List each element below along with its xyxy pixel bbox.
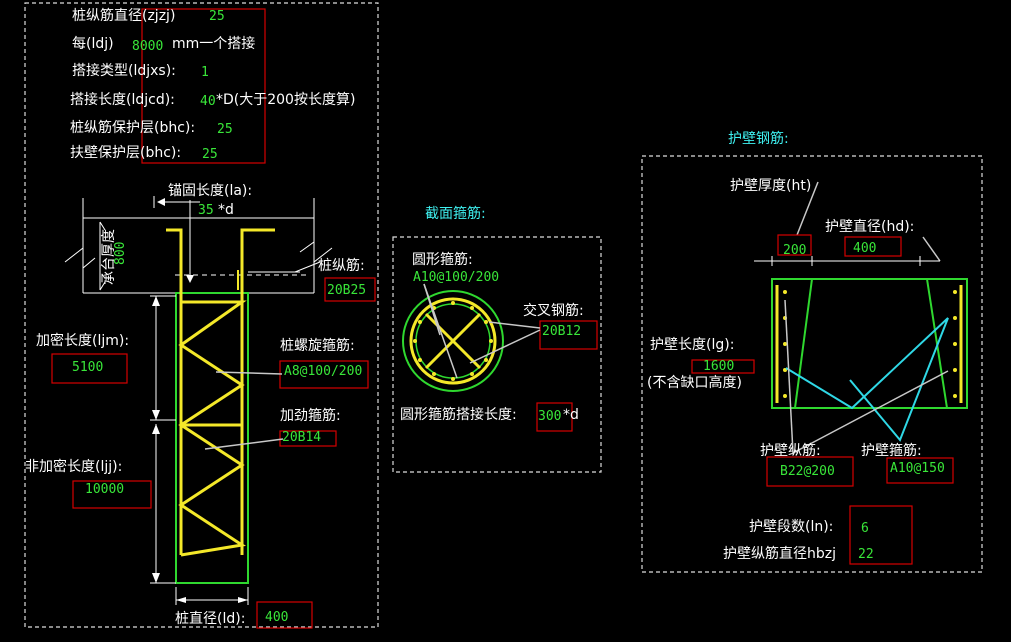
break-symbol-right — [299, 241, 333, 264]
cap-label: 承台厚度 — [101, 229, 117, 285]
lap-value[interactable]: 300 — [538, 409, 561, 424]
spiral-value[interactable]: A8@100/200 — [284, 364, 362, 379]
fbhc-value[interactable]: 25 — [202, 147, 218, 162]
ring-value[interactable]: A10@100/200 — [413, 270, 499, 285]
bhc-label: 桩纵筋保护层(bhc): — [70, 119, 195, 136]
la-value[interactable]: 35 — [198, 203, 214, 218]
zjzj-value[interactable]: 25 — [209, 9, 225, 24]
long-label: 桩纵筋: — [318, 257, 365, 274]
wall-hoop-cyan — [785, 317, 949, 442]
ldjxs-value[interactable]: 1 — [201, 65, 209, 80]
ljm-label: 加密长度(ljm): — [36, 332, 129, 349]
pile-panel-frame — [24, 2, 379, 628]
stiff-label: 加劲箍筋: — [280, 407, 341, 424]
long-value[interactable]: 20B25 — [327, 283, 366, 298]
wall-long-value[interactable]: B22@200 — [780, 464, 835, 479]
cross-label: 交叉钢筋: — [523, 302, 584, 319]
fbhc-label: 扶壁保护层(bhc): — [70, 145, 181, 161]
lap-suffix: *d — [563, 407, 579, 423]
ljj-label: 非加密长度(ljj): — [25, 458, 122, 475]
ldjcd-value[interactable]: 40 — [200, 94, 216, 109]
section-long-bars — [413, 301, 493, 381]
cross-bar-2 — [424, 312, 482, 370]
zjzj-label: 桩纵筋直径(zjzj) — [72, 7, 175, 24]
ldj-label: 每(ldj) — [72, 36, 114, 52]
hd-label: 护壁直径(hd): — [825, 218, 914, 235]
params-red-box — [141, 8, 266, 164]
pile-outline — [175, 292, 249, 584]
ljm-value[interactable]: 5100 — [72, 360, 103, 375]
ld-value[interactable]: 400 — [265, 610, 288, 625]
pile-section-outer — [402, 290, 504, 392]
spiral-hoop — [178, 300, 247, 557]
hbzj-label: 护壁纵筋直径hbzj — [723, 545, 836, 562]
spiral-label: 桩螺旋箍筋: — [280, 337, 355, 354]
lg-note: (不含缺口高度) — [647, 374, 742, 391]
lg-value[interactable]: 1600 — [703, 359, 734, 374]
ldjxs-label: 搭接类型(ldjxs): — [72, 62, 176, 79]
hd-value[interactable]: 400 — [853, 241, 876, 256]
wall-hoop-label: 护壁箍筋: — [861, 442, 922, 459]
ldjcd-suffix: *D(大于200按长度算) — [216, 92, 355, 108]
section-panel-frame — [392, 236, 602, 473]
ring-label: 圆形箍筋: — [412, 251, 473, 268]
ld-label: 桩直径(ld): — [175, 610, 245, 627]
stiff-value[interactable]: 20B14 — [282, 430, 321, 445]
lap-label: 圆形箍筋搭接长度: — [400, 406, 517, 423]
la-label: 锚固长度(la): — [168, 183, 252, 199]
ldj-suffix: mm一个搭接 — [172, 35, 255, 52]
ht-value[interactable]: 200 — [783, 243, 806, 258]
long-bar-right — [240, 228, 275, 555]
wall-long-label: 护壁纵筋: — [760, 442, 821, 459]
wall-hoop-value[interactable]: A10@150 — [890, 461, 945, 476]
wall-section-outline — [771, 278, 968, 409]
lg-label: 护壁长度(lg): — [650, 337, 734, 353]
break-symbol-left — [64, 246, 96, 270]
wall-panel-frame — [641, 155, 983, 573]
bhc-value[interactable]: 25 — [217, 122, 233, 137]
ring-hoop — [409, 297, 497, 385]
la-suffix: *d — [218, 202, 234, 218]
long-bar-left — [166, 228, 183, 555]
hbzj-value[interactable]: 22 — [858, 547, 874, 562]
cap-value[interactable]: 800 — [113, 242, 128, 265]
ldj-value[interactable]: 8000 — [132, 39, 163, 54]
wall-title: 护壁钢筋: — [728, 130, 789, 147]
ht-label: 护壁厚度(ht) — [730, 178, 811, 194]
ln-label: 护壁段数(ln): — [749, 519, 833, 535]
ln-value[interactable]: 6 — [861, 521, 869, 536]
ldjcd-label: 搭接长度(ldjcd): — [70, 91, 175, 108]
section-title: 截面箍筋: — [425, 205, 486, 222]
cross-value[interactable]: 20B12 — [542, 324, 581, 339]
ljj-value[interactable]: 10000 — [85, 482, 124, 497]
